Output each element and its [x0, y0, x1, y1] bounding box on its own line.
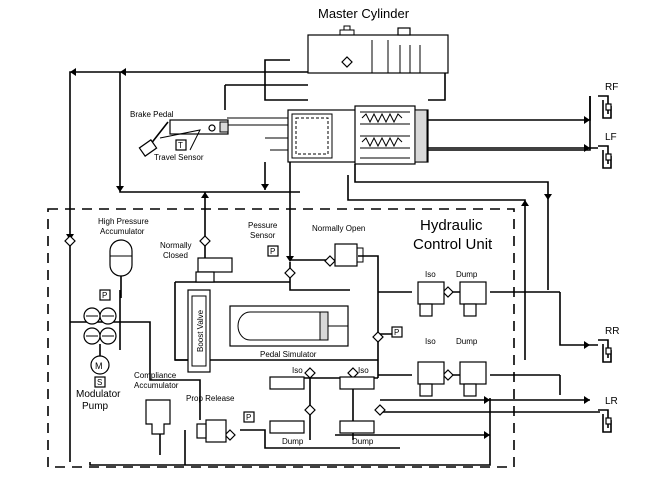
- modulator-pump: M S Modulator Pump: [76, 307, 121, 412]
- pressure-sensor-p-tag: P: [270, 247, 275, 256]
- wheel-brakes: RF LF RR LR: [598, 82, 619, 433]
- dump-label-front-1: Dump: [456, 270, 478, 279]
- prop-release-valve: Prop Release P: [186, 394, 255, 443]
- normally-closed-label-2: Closed: [163, 251, 188, 260]
- high-pressure-p-tag: P: [102, 291, 107, 300]
- wheel-lf-label: LF: [605, 132, 617, 143]
- dump-label-front-2: Dump: [456, 337, 478, 346]
- hcu-label-line1: Hydraulic: [420, 217, 483, 234]
- front-valves: Iso Dump Iso Dump: [417, 270, 487, 397]
- brake-pedal-label: Brake Pedal: [130, 110, 174, 119]
- master-cylinder-label: Master Cylinder: [318, 6, 410, 21]
- high-pressure-label-2: Accumulator: [100, 227, 145, 236]
- motor-label: M: [95, 361, 103, 371]
- compliance-accumulator: Compliance Accumulator: [134, 371, 179, 435]
- modulator-label-1: Modulator: [76, 389, 121, 400]
- master-cylinder-bore: [227, 105, 429, 165]
- high-pressure-label-1: High Pressure: [98, 217, 149, 226]
- pressure-sensor-label-1: Pessure: [248, 221, 278, 230]
- iso-label-rear-1: Iso: [292, 366, 303, 375]
- wheel-lr-label: LR: [605, 396, 618, 407]
- hcu-boundary: [47, 208, 515, 468]
- switch-label: S: [97, 378, 102, 387]
- wheel-rf-label: RF: [605, 82, 618, 93]
- prop-release-p-tag: P: [246, 413, 251, 422]
- travel-sensor-label: Travel Sensor: [154, 153, 204, 162]
- normally-closed-label-1: Normally: [160, 241, 192, 250]
- iso-label-front-2: Iso: [425, 337, 436, 346]
- compliance-label-2: Accumulator: [134, 381, 179, 390]
- wheel-lr: LR: [598, 396, 618, 433]
- wheel-lf: LF: [598, 132, 617, 169]
- rear-valves: Iso Iso Dump Dump: [269, 366, 375, 446]
- pressure-sensor: Pessure Sensor P: [248, 221, 279, 257]
- hcu-label-line2: Control Unit: [413, 236, 493, 253]
- normally-open-valve: Normally Open: [312, 224, 365, 267]
- travel-sensor-tag: T: [178, 141, 183, 150]
- prop-release-label: Prop Release: [186, 394, 235, 403]
- wheel-rr-label: RR: [605, 326, 619, 337]
- check-valve-icons: [64, 235, 454, 441]
- flow-arrows: [66, 68, 590, 439]
- pedal-simulator: Pedal Simulator P: [229, 305, 403, 359]
- boost-valve: Boost Valve: [187, 289, 211, 373]
- iso-label-rear-2: Iso: [358, 366, 369, 375]
- dump-label-rear-1: Dump: [282, 437, 304, 446]
- normally-open-label: Normally Open: [312, 224, 365, 233]
- brake-pedal-assembly: Brake Pedal T Travel Sensor: [130, 110, 229, 162]
- normally-closed-valve: Normally Closed: [160, 241, 233, 283]
- simulator-p-tag: P: [394, 328, 399, 337]
- dump-label-rear-2: Dump: [352, 437, 374, 446]
- high-pressure-accumulator: High Pressure Accumulator P: [98, 217, 149, 301]
- master-cylinder: Master Cylinder: [307, 6, 449, 74]
- compliance-label-1: Compliance: [134, 371, 177, 380]
- wheel-rr: RR: [598, 326, 619, 363]
- pressure-sensor-label-2: Sensor: [250, 231, 276, 240]
- master-cylinder-valve-icon: [341, 56, 353, 68]
- travel-sensor-box: [175, 139, 187, 151]
- modulator-label-2: Pump: [82, 401, 109, 412]
- pedal-simulator-label: Pedal Simulator: [260, 350, 317, 359]
- wheel-rf: RF: [598, 82, 618, 119]
- boost-valve-label: Boost Valve: [196, 309, 205, 352]
- switch-box: [94, 376, 106, 388]
- iso-label-front-1: Iso: [425, 270, 436, 279]
